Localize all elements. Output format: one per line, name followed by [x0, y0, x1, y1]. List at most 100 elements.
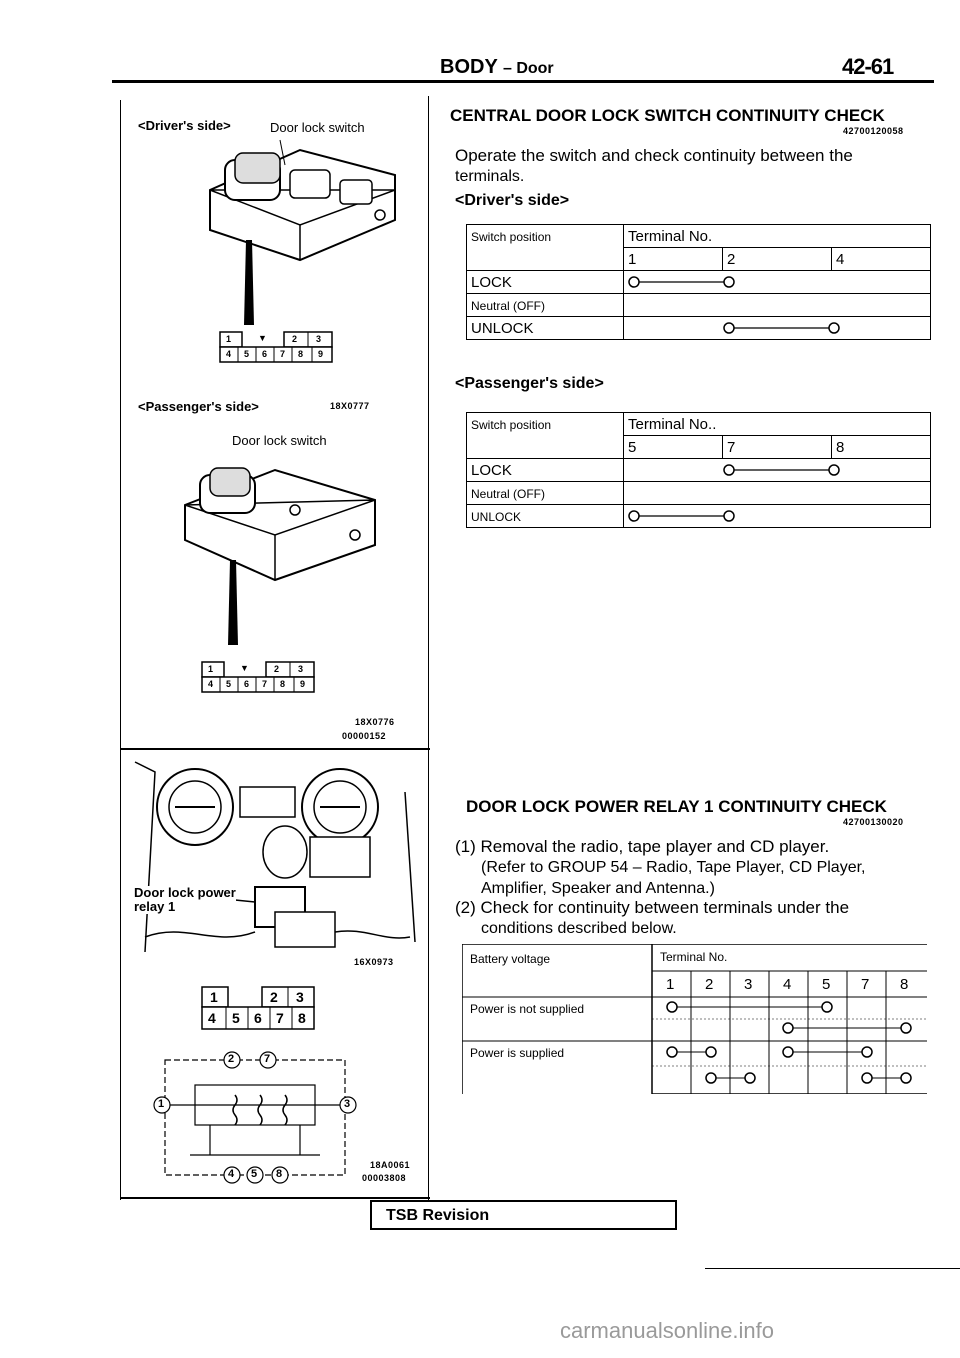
row-label: UNLOCK [466, 316, 624, 340]
header-cell: Switch position [466, 412, 624, 436]
tsb-revision-label: TSB Revision [386, 1207, 490, 1224]
relay-callout-line2: relay 1 [134, 899, 176, 914]
driver-conn-pin-7: 7 [280, 349, 286, 359]
relay-term-7: 7 [861, 976, 870, 993]
relay-term-2: 2 [705, 976, 714, 993]
pass-conn-pin-8: 8 [280, 679, 286, 689]
row-lock: LOCK [471, 273, 512, 291]
figure1-code: 00000152 [342, 731, 387, 741]
terminal-head-text: Terminal No.. [628, 415, 717, 433]
pass-conn-key: ▼ [240, 663, 250, 673]
table-row: 5 7 8 [466, 435, 931, 459]
row-unlock: UNLOCK [471, 319, 534, 337]
circuit-node-4: 4 [228, 1168, 235, 1180]
continuity-cell [623, 458, 931, 482]
row-label: UNLOCK [466, 504, 624, 528]
pass-conn-pin-9: 9 [300, 679, 306, 689]
row-label: LOCK [466, 458, 624, 482]
battery-voltage-head: Battery voltage [470, 952, 551, 966]
relay-pin-5: 5 [232, 1010, 240, 1026]
relay-pin-4: 4 [208, 1010, 216, 1026]
driver-conn-key: ▼ [258, 333, 268, 343]
passenger-pointer [228, 560, 238, 645]
relay-term-8: 8 [900, 976, 909, 993]
terminal-4: 4 [836, 250, 845, 268]
driver-connector: 1 ▼ 2 3 4 5 6 7 8 9 [218, 330, 338, 371]
empty-cell [466, 435, 624, 459]
driver-switch-drawing [209, 139, 396, 262]
driver-conn-pin-1: 1 [226, 334, 232, 344]
pass-conn-pin-5: 5 [226, 679, 232, 689]
driver-side-heading: <Driver's side> [455, 192, 570, 209]
relay-circuit-diagram: 2 7 1 3 4 5 8 [150, 1040, 360, 1190]
driver-callout: Door lock switch [270, 120, 365, 135]
row-lock: LOCK [471, 461, 512, 479]
row-neutral: Neutral (OFF) [471, 486, 546, 501]
relay-pin-2: 2 [270, 989, 278, 1005]
driver-continuity-table: Switch position Terminal No. 1 2 4 LOCK … [466, 224, 931, 340]
row-label: LOCK [466, 270, 624, 294]
driver-conn-pin-4: 4 [226, 349, 232, 359]
continuity-unlock-5-7 [628, 510, 735, 522]
relay-table-grid [462, 944, 927, 1094]
column-divider [428, 96, 429, 1200]
figure2-code: 00003808 [362, 1173, 407, 1183]
switch-position-head: Switch position [471, 417, 552, 432]
relay-term-3: 3 [744, 976, 753, 993]
row-neutral: Neutral (OFF) [471, 298, 546, 313]
terminal-cell: 2 [722, 247, 832, 271]
terminal-7: 7 [727, 438, 736, 456]
table-row: 1 2 4 [466, 247, 931, 271]
driver-conn-pin-3: 3 [316, 334, 322, 344]
table-row: LOCK [466, 270, 931, 294]
driver-conn-pin-8: 8 [298, 349, 304, 359]
terminal-cell: 5 [623, 435, 723, 459]
terminal-2: 2 [727, 250, 736, 268]
pass-conn-pin-3: 3 [298, 664, 304, 674]
pass-conn-pin-2: 2 [274, 664, 280, 674]
circuit-node-3: 3 [344, 1098, 351, 1110]
passenger-figure-code: 18X0776 [355, 717, 395, 727]
relay-pin-1: 1 [210, 989, 218, 1005]
terminal-head: Terminal No.. [623, 412, 931, 436]
figure-separator [120, 748, 430, 750]
relay-location-drawing [134, 761, 416, 953]
table-row: Switch position Terminal No. [466, 224, 931, 248]
header-rule [112, 80, 934, 83]
terminal-cell: 7 [722, 435, 832, 459]
driver-conn-pin-2: 2 [292, 334, 298, 344]
step2: (2) Check for continuity between termina… [455, 898, 850, 917]
row-label: Neutral (OFF) [466, 481, 624, 505]
relay-continuity-table: Battery voltage Terminal No. 1 2 3 4 5 7… [462, 944, 927, 1094]
terminal-head-text: Terminal No. [628, 227, 713, 245]
continuity-unlock-2-4 [723, 322, 840, 334]
row-unlock: UNLOCK [471, 509, 522, 524]
page-number: 42-61 [842, 54, 894, 79]
pass-conn-pin-7: 7 [262, 679, 268, 689]
pass-conn-pin-6: 6 [244, 679, 250, 689]
relay-figure-code: 16X0973 [354, 957, 394, 967]
section1-code: 42700120058 [843, 126, 904, 136]
relay-term-1: 1 [666, 976, 675, 993]
relay-term-4: 4 [783, 976, 792, 993]
terminal-cell: 4 [831, 247, 931, 271]
step1: (1) Removal the radio, tape player and C… [455, 837, 830, 856]
table-row: Neutral (OFF) [466, 481, 931, 505]
section1-intro-1: Operate the switch and check continuity … [455, 146, 853, 165]
passenger-switch-drawing [184, 467, 376, 582]
continuity-cell [623, 316, 931, 340]
passenger-side-heading: <Passenger's side> [455, 375, 604, 392]
section1-title: CENTRAL DOOR LOCK SWITCH CONTINUITY CHEC… [450, 106, 885, 125]
continuity-cell [623, 504, 931, 528]
header-cell: Switch position [466, 224, 624, 248]
driver-conn-pin-6: 6 [262, 349, 268, 359]
watermark: carmanualsonline.info [560, 1318, 775, 1343]
passenger-side-label: <Passenger's side> [138, 399, 259, 414]
step2-cont: conditions described below. [481, 920, 677, 937]
tsb-revision-box: TSB Revision [370, 1200, 677, 1230]
table-row: Neutral (OFF) [466, 293, 931, 317]
passenger-connector: 1 ▼ 2 3 4 5 6 7 8 9 [200, 660, 320, 701]
continuity-cell [623, 481, 931, 505]
continuity-lock-7-8 [723, 464, 840, 476]
driver-figure-code: 18X0777 [330, 401, 370, 411]
